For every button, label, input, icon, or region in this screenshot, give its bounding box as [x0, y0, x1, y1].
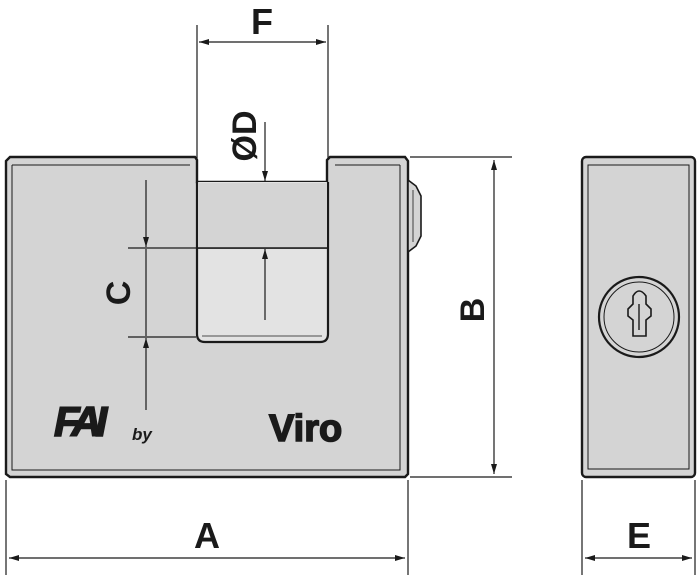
dimension-e-label: E	[627, 515, 651, 556]
shackle-pin	[198, 183, 327, 248]
dimension-d-label: ØD	[226, 111, 264, 162]
dimension-b-label: B	[454, 298, 492, 323]
body-bevel	[11, 164, 401, 471]
side-latch	[407, 178, 422, 254]
viro-logo-text: Viro	[269, 408, 342, 450]
dimension-c-label: C	[100, 281, 138, 306]
side-view	[580, 155, 697, 479]
front-view: FAI by Viro	[4, 155, 422, 479]
by-text: by	[132, 425, 153, 444]
dimension-lines	[5, 25, 696, 575]
dimension-a-label: A	[194, 515, 220, 556]
fai-logo-text: FAI	[54, 398, 109, 445]
keyhole-icon	[597, 275, 681, 359]
dimension-labels: F ØD C B A E	[100, 1, 651, 556]
dimension-f-label: F	[251, 1, 273, 42]
